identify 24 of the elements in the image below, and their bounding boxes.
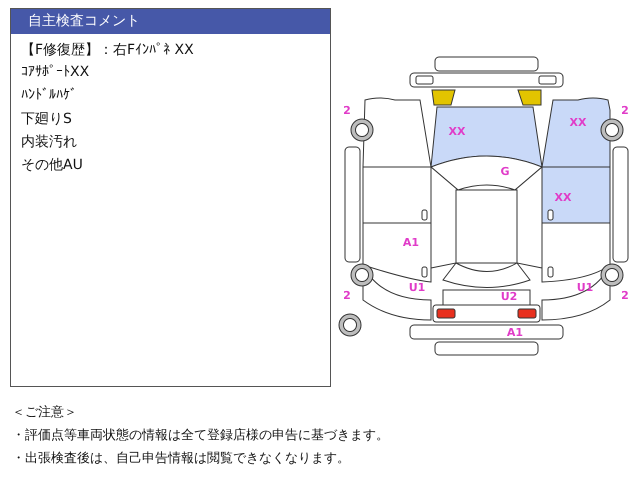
- comment-panel: [10, 8, 331, 387]
- comment-line: その他AU: [21, 156, 83, 174]
- damage-code: A1: [402, 237, 420, 249]
- damage-code: A1: [506, 327, 524, 339]
- damage-code: XX: [554, 192, 572, 204]
- comment-line: ﾊﾝﾄﾞﾙﾊｹﾞ: [21, 87, 77, 103]
- notice-text: ・評価点等車両状態の情報は全て登録店様の申告に基づきます。: [12, 427, 389, 444]
- damage-code: G: [500, 166, 510, 178]
- damage-code: U1: [576, 282, 594, 294]
- panel-header: 自主検査コメント: [11, 9, 330, 34]
- comment-line: ｺｱｻﾎﾟｰﾄXX: [21, 64, 90, 80]
- damage-code: U1: [408, 282, 426, 294]
- notice-text: ＜ご注意＞: [12, 404, 77, 421]
- damage-code: 2: [343, 290, 351, 302]
- damage-code: 2: [621, 290, 629, 302]
- damage-code: 2: [343, 105, 351, 117]
- comment-line: 内装汚れ: [21, 133, 77, 151]
- comment-line: 下廻りS: [21, 110, 72, 128]
- notice-text: ・出張検査後は、自己申告情報は閲覧できなくなります。: [12, 450, 350, 467]
- damage-code: 2: [621, 105, 629, 117]
- damage-code: XX: [448, 126, 466, 138]
- damage-code: XX: [570, 117, 586, 129]
- comment-line: 【F修復歴】：右Fｲﾝﾊﾟﾈ XX: [21, 41, 194, 59]
- damage-code: U2: [500, 291, 518, 303]
